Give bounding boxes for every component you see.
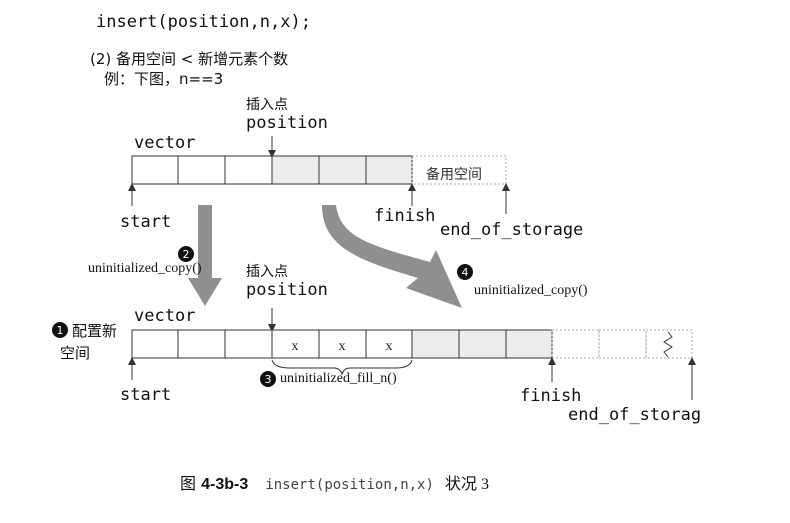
bottom-spare-cell: [551, 329, 600, 359]
step3-label: uninitialized_fill_n(): [280, 371, 397, 386]
step4-circle: [457, 264, 473, 280]
code-line: insert(position,n,x);: [96, 12, 311, 32]
step2-circle: [178, 246, 194, 262]
caption-suffix: 状况 3: [445, 476, 490, 493]
fill-brace: [271, 359, 413, 376]
step3-number: 3: [265, 373, 272, 386]
bottom-start-label: start: [120, 385, 172, 405]
top-vector: [131, 155, 507, 185]
top-spare-space: [411, 155, 507, 185]
step2-label: uninitialized_copy(): [88, 261, 202, 276]
step1-label-line2: 空间: [60, 344, 91, 362]
top-cell-shaded: [318, 155, 367, 185]
top-insert-point-label: 插入点: [246, 97, 288, 113]
case-label: (2) 备用空间 < 新增元素个数: [90, 50, 289, 68]
step1-number: 1: [57, 324, 64, 337]
bottom-vector: [131, 329, 693, 359]
top-end-label: end_of_storage: [440, 220, 584, 240]
step1-circle: [52, 322, 68, 338]
top-start-label: start: [120, 212, 172, 232]
bottom-cell: [224, 329, 273, 359]
bottom-cell: [177, 329, 226, 359]
caption-code: insert(position,n,x): [265, 477, 434, 493]
cell-x-1: x: [292, 339, 299, 354]
top-cell: [131, 155, 179, 185]
break-zigzag: [663, 331, 673, 358]
bottom-position-label: position: [246, 280, 328, 300]
step4-label: uninitialized_copy(): [474, 283, 588, 298]
step1-label-line1: 配置新: [72, 322, 118, 340]
top-finish-label: finish: [374, 206, 436, 226]
bottom-finish-label: finish: [520, 386, 582, 406]
figure-caption: 图 4-3b-3 insert(position,n,x) 状况 3: [180, 470, 489, 494]
top-position-label: position: [246, 113, 328, 133]
top-cell: [177, 155, 226, 185]
bottom-cell-shaded: [505, 329, 553, 359]
top-cell-shaded: [365, 155, 413, 185]
top-cell: [224, 155, 273, 185]
top-spare-space-label: 备用空间: [426, 167, 482, 183]
bottom-end-label: end_of_storag: [568, 405, 702, 425]
step4-big-arrow: [322, 205, 462, 308]
step4-number: 4: [462, 266, 469, 279]
bottom-cell-shaded: [458, 329, 507, 359]
bottom-insert-point-label: 插入点: [246, 264, 288, 280]
bottom-spare-cell: [645, 329, 693, 359]
cell-x-3: x: [386, 339, 393, 354]
caption-prefix: 图: [180, 476, 197, 493]
bottom-spare-cell: [598, 329, 647, 359]
top-cell-shaded: [271, 155, 320, 185]
bottom-cell: [131, 329, 179, 359]
step2-big-arrow: [188, 205, 222, 306]
step2-number: 2: [183, 248, 190, 261]
bottom-cell-shaded: [411, 329, 460, 359]
caption-figure-number: 4-3b-3: [201, 476, 249, 493]
example-label: 例：下图，n==3: [104, 70, 224, 88]
step3-circle: [260, 371, 276, 387]
bottom-vector-label: vector: [134, 306, 196, 326]
cell-x-2: x: [339, 339, 346, 354]
top-vector-label: vector: [134, 133, 196, 153]
